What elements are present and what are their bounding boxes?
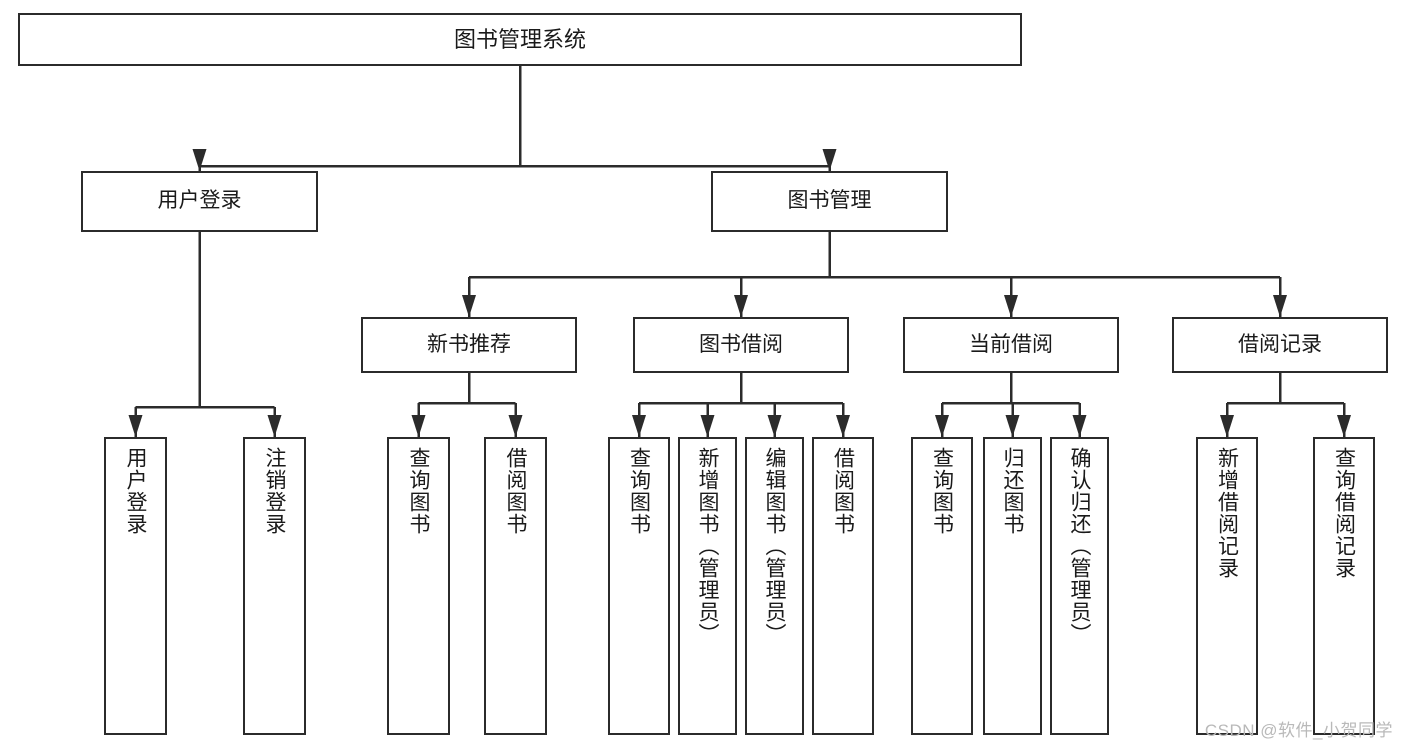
arrowhead-icon — [734, 295, 748, 317]
node-label: 注销登录 — [263, 447, 287, 535]
node-login[interactable]: 用户登录 — [81, 171, 318, 232]
node-label: 编辑图书（管理员） — [763, 447, 787, 645]
node-label: 查询图书 — [930, 447, 954, 535]
arrowhead-icon — [508, 415, 523, 437]
node-leaf-cb-confirm[interactable]: 确认归还（管理员） — [1050, 437, 1109, 735]
node-label: 图书管理 — [787, 189, 872, 213]
node-label: 新增借阅记录 — [1215, 447, 1239, 579]
node-leaf-nb-borrow[interactable]: 借阅图书 — [484, 437, 547, 735]
node-leaf-rc-add[interactable]: 新增借阅记录 — [1196, 437, 1258, 735]
node-label: 用户登录 — [124, 447, 148, 535]
node-borrow[interactable]: 图书借阅 — [633, 317, 849, 373]
arrowhead-icon — [267, 415, 282, 437]
node-leaf-bw-borrow[interactable]: 借阅图书 — [812, 437, 874, 735]
node-label: 确认归还（管理员） — [1068, 447, 1092, 645]
node-leaf-bw-add[interactable]: 新增图书（管理员） — [678, 437, 737, 735]
node-label: 借阅图书 — [504, 447, 528, 535]
arrowhead-icon — [935, 415, 949, 437]
node-label: 当前借阅 — [969, 332, 1053, 356]
arrowhead-icon — [632, 415, 646, 437]
arrowhead-icon — [822, 149, 837, 171]
node-records[interactable]: 借阅记录 — [1172, 317, 1388, 373]
node-label: 图书借阅 — [699, 332, 783, 356]
arrowhead-icon — [411, 415, 426, 437]
arrowhead-icon — [1273, 295, 1287, 317]
node-leaf-bw-edit[interactable]: 编辑图书（管理员） — [745, 437, 804, 735]
arrowhead-icon — [128, 415, 143, 437]
node-newbook[interactable]: 新书推荐 — [361, 317, 577, 373]
node-leaf-rc-query[interactable]: 查询借阅记录 — [1313, 437, 1375, 735]
node-leaf-cb-query[interactable]: 查询图书 — [911, 437, 973, 735]
node-leaf-user-logout[interactable]: 注销登录 — [243, 437, 306, 735]
node-label: 归还图书 — [1001, 447, 1025, 535]
node-label: 借阅图书 — [831, 447, 855, 535]
node-leaf-bw-query[interactable]: 查询图书 — [608, 437, 670, 735]
node-label: 借阅记录 — [1238, 332, 1322, 356]
node-bookmgmt[interactable]: 图书管理 — [711, 171, 948, 232]
arrowhead-icon — [767, 415, 782, 437]
node-label: 新书推荐 — [427, 332, 511, 356]
node-current[interactable]: 当前借阅 — [903, 317, 1119, 373]
arrowhead-icon — [192, 149, 207, 171]
node-label: 查询图书 — [407, 447, 431, 535]
node-leaf-user-login[interactable]: 用户登录 — [104, 437, 167, 735]
arrowhead-icon — [1005, 415, 1020, 437]
node-label: 图书管理系统 — [453, 26, 586, 52]
node-label: 新增图书（管理员） — [696, 447, 720, 645]
node-leaf-nb-query[interactable]: 查询图书 — [387, 437, 450, 735]
arrowhead-icon — [462, 295, 476, 317]
node-label: 用户登录 — [157, 189, 242, 213]
arrowhead-icon — [836, 415, 850, 437]
arrowhead-icon — [1004, 295, 1018, 317]
arrowhead-icon — [1337, 415, 1351, 437]
arrowhead-icon — [700, 415, 715, 437]
arrowhead-icon — [1220, 415, 1234, 437]
node-label: 查询图书 — [627, 447, 651, 535]
node-label: 查询借阅记录 — [1332, 447, 1356, 579]
node-root[interactable]: 图书管理系统 — [18, 13, 1022, 66]
node-leaf-cb-return[interactable]: 归还图书 — [983, 437, 1042, 735]
arrowhead-icon — [1072, 415, 1087, 437]
